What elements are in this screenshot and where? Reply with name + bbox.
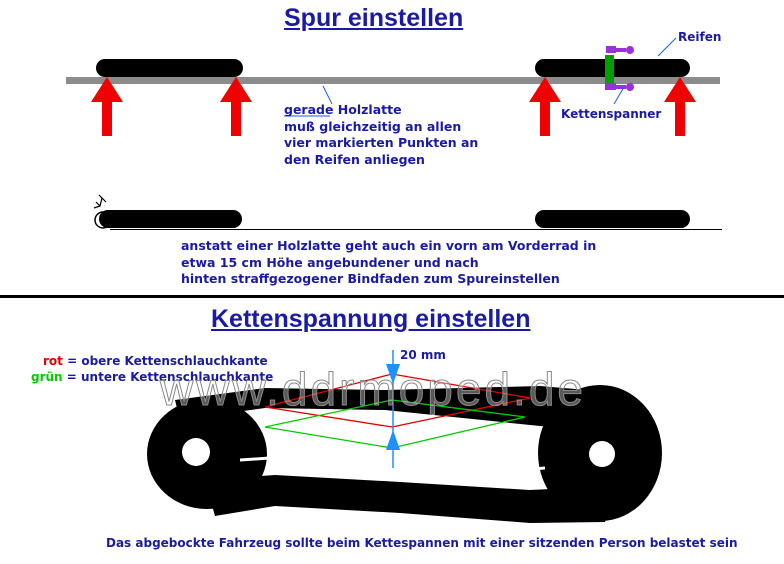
lower-chain — [205, 475, 615, 523]
chain-tensioner — [605, 55, 614, 90]
desc-line-straight: gerade Holzlatte — [284, 102, 402, 117]
leader-lines — [284, 37, 677, 117]
desc-block: gerade Holzlatte muß gleichzeitig an all… — [284, 102, 478, 168]
desc-line-2: vier markierten Punkten an — [284, 135, 479, 150]
green-rhombus — [264, 399, 526, 449]
desc-line-1: muß gleichzeitig an allen — [284, 118, 462, 134]
legend-red: rot = obere Kettenschlauchkante — [43, 354, 268, 368]
marker-arrow-1 — [91, 77, 123, 136]
marker-arrow-2 — [220, 77, 252, 136]
red-rhombus — [264, 373, 531, 428]
tyre-rear-ground — [535, 210, 690, 228]
legend-green-word: grün — [31, 370, 63, 384]
measure-arrow-up — [386, 430, 400, 450]
tyre-front-left — [96, 59, 243, 77]
footer-note: Das abgebockte Fahrzeug sollte beim Kett… — [106, 536, 738, 550]
tyre-front-ground — [99, 210, 242, 228]
string-line — [110, 229, 722, 230]
label-tyre: Reifen — [678, 30, 722, 44]
title-kettenspannung: Kettenspannung einstellen — [211, 305, 531, 333]
legend-green: grün = untere Kettenschlauchkante — [31, 370, 273, 384]
watermark: www.ddrmoped.de — [160, 363, 586, 416]
measure-label: 20 mm — [400, 348, 446, 362]
front-sprocket-hole — [182, 438, 210, 466]
marker-arrow-3 — [529, 77, 561, 136]
legend-red-word: rot — [43, 354, 63, 368]
alt-line-3: hinten straffgezogener Bindfaden zum Spu… — [181, 271, 560, 286]
title-spur: Spur einstellen — [284, 4, 464, 32]
alt-block: anstatt einer Holzlatte geht auch ein vo… — [181, 238, 596, 288]
tensioner-purple-icon — [606, 46, 634, 91]
alt-line-2: etwa 15 cm Höhe angebundener und nach — [181, 254, 479, 270]
measure-arrow-down — [386, 364, 400, 384]
straight-bar — [66, 77, 720, 84]
rear-sprocket-hole — [589, 441, 615, 467]
desc-line-3: den Reifen anliegen — [284, 151, 425, 167]
label-tensioner: Kettenspanner — [561, 107, 662, 121]
chain-diagram — [147, 350, 662, 523]
marker-arrow-4 — [664, 77, 696, 136]
legend-green-text: = untere Kettenschlauchkante — [66, 370, 274, 384]
section-divider — [0, 295, 784, 298]
alt-line-1: anstatt einer Holzlatte geht auch ein vo… — [181, 238, 597, 253]
legend-red-text: = obere Kettenschlauchkante — [67, 354, 268, 368]
